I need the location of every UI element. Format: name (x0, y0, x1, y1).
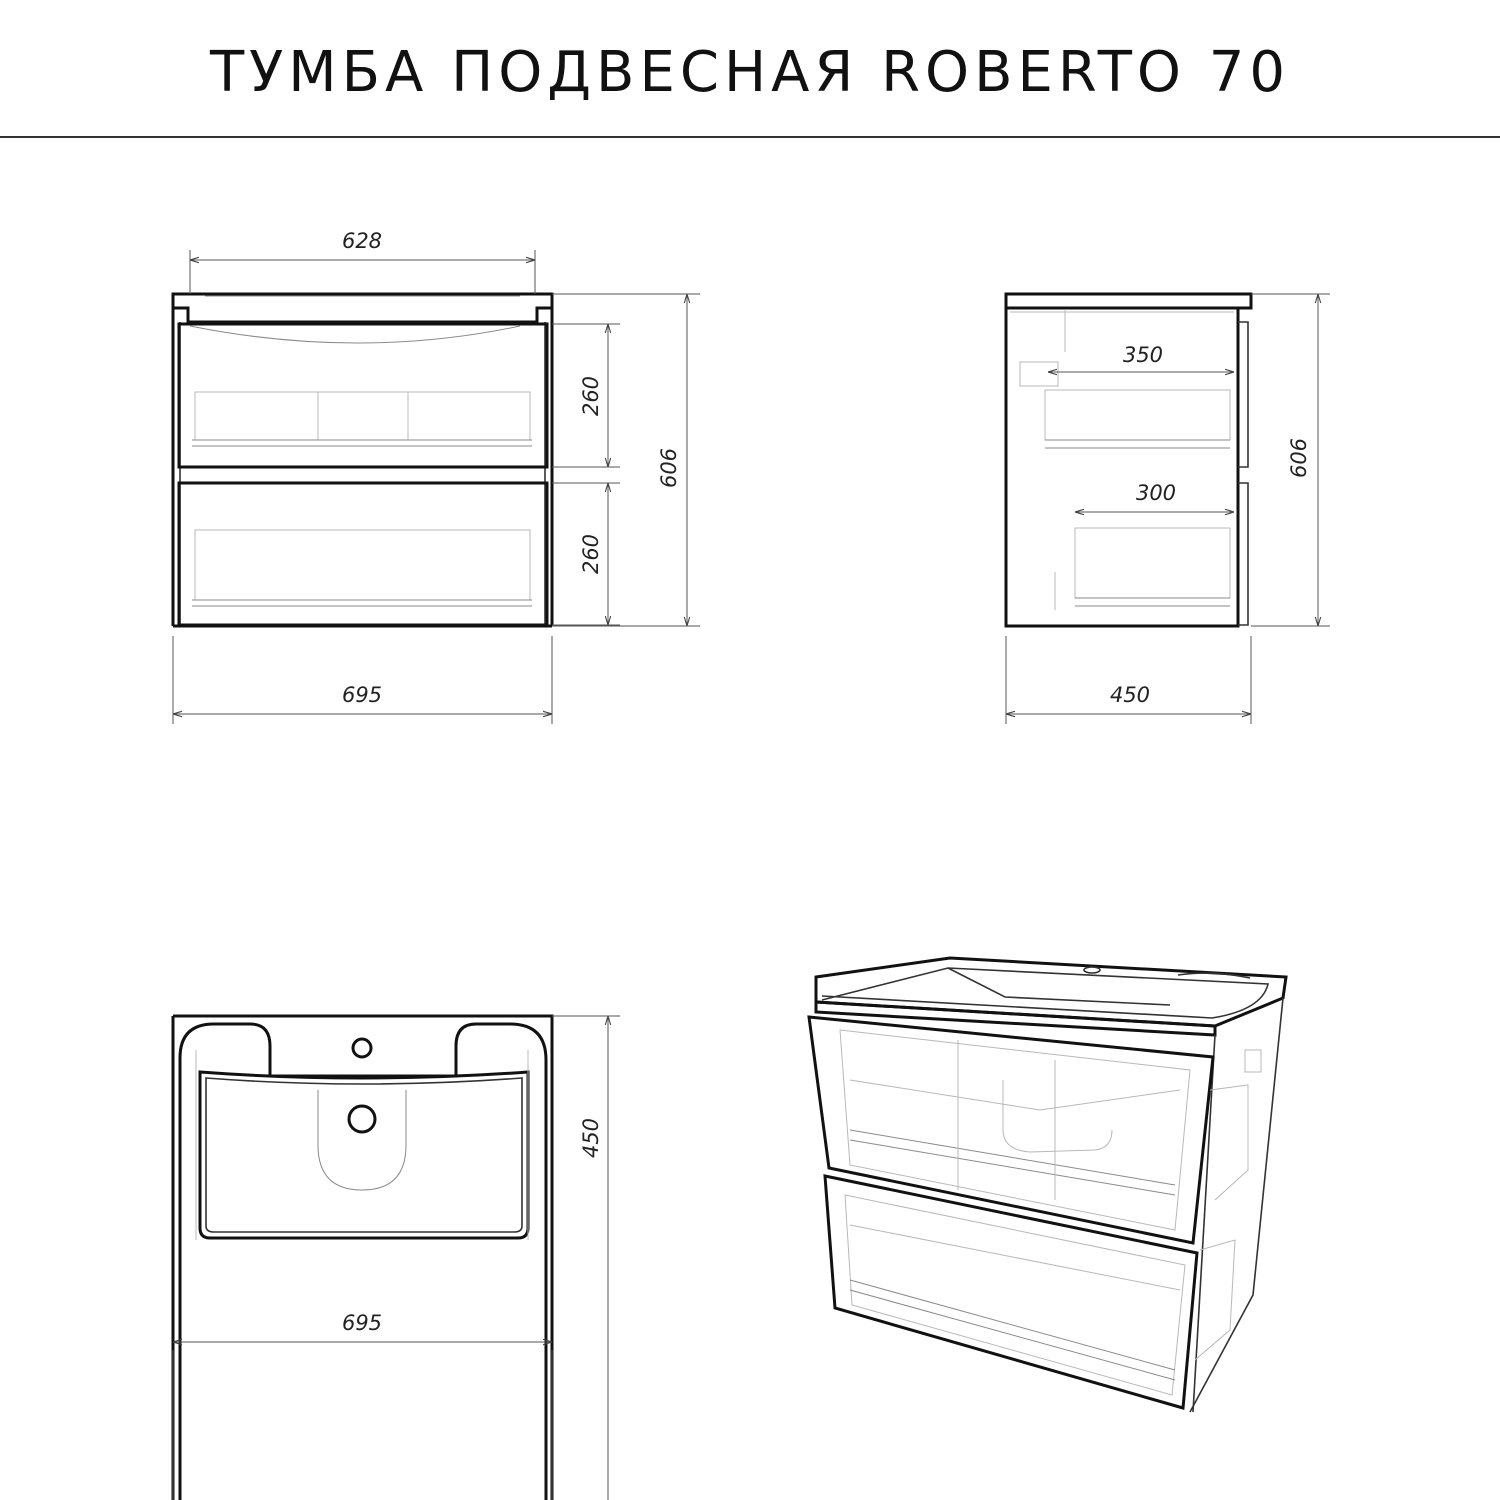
dim-front-total-width: 695 (342, 683, 382, 707)
dim-side-drawer-upper-depth: 350 (1123, 343, 1163, 367)
isometric-view (807, 956, 1288, 1413)
dim-side-drawer-lower-depth: 300 (1136, 481, 1176, 505)
dim-top-depth: 450 (579, 1118, 603, 1158)
dim-front-drawer-upper: 260 (579, 376, 603, 416)
dim-front-top-width: 628 (342, 229, 382, 253)
top-view: 450 695 (171, 1014, 620, 1500)
front-view: 628 260 260 606 695 (171, 229, 700, 724)
dim-front-total-height: 606 (657, 448, 681, 488)
dim-front-drawer-lower: 260 (579, 534, 603, 574)
title-divider (0, 136, 1500, 138)
dim-side-total-depth: 450 (1110, 683, 1150, 707)
dim-side-total-height: 606 (1287, 438, 1311, 478)
dim-top-width: 695 (342, 1311, 382, 1335)
drawing-title: ТУМБА ПОДВЕСНАЯ ROBERTO 70 (209, 40, 1291, 105)
side-view: 350 300 606 450 (1004, 292, 1330, 724)
